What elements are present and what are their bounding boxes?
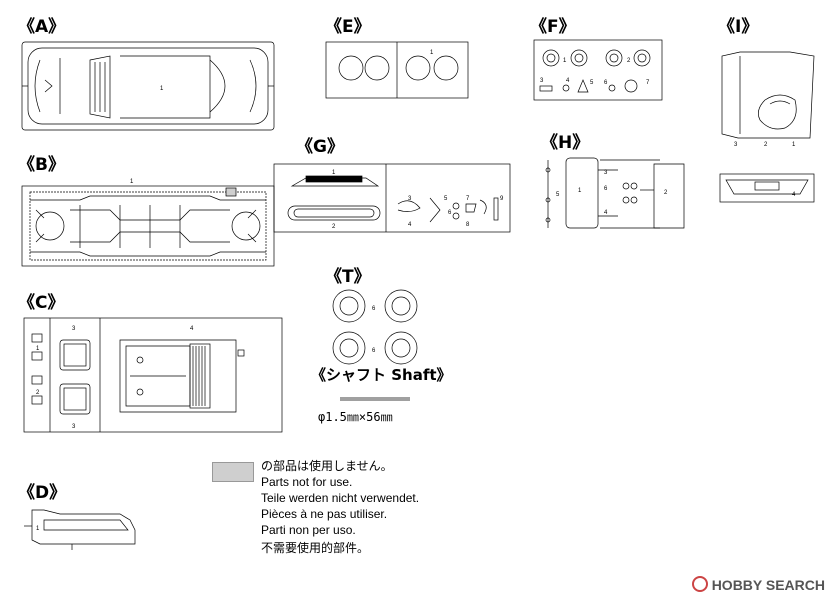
- sprue-g: 1 2 3 4 5 6 7 8 9: [273, 163, 511, 233]
- part-number: 7: [466, 196, 470, 202]
- part-number: 3: [408, 196, 412, 202]
- sprue-c: 3 3 1 2 4: [23, 317, 283, 433]
- part-number: 4: [566, 78, 570, 84]
- part-number: 1: [36, 346, 40, 352]
- section-label-c: 《C》: [18, 293, 65, 313]
- section-label-b: 《B》: [18, 155, 65, 175]
- watermark-logo-icon: [691, 576, 708, 592]
- legend-de: Teile werden nicht verwendet.: [261, 491, 420, 505]
- part-number: 1: [332, 170, 336, 176]
- shaft-size: φ1.5㎜×56㎜: [318, 410, 393, 424]
- part-number: 1: [792, 142, 796, 148]
- section-label-f: 《F》: [530, 17, 576, 37]
- part-number: 2: [332, 224, 336, 230]
- section-label-h: 《H》: [541, 133, 590, 153]
- part-number: 4: [604, 210, 608, 216]
- part-number: 5: [590, 80, 594, 86]
- watermark-text: HOBBY SEARCH: [711, 577, 825, 593]
- shaft-title: 《シャフト Shaft》: [311, 366, 452, 384]
- part-number: 5: [444, 196, 448, 202]
- section-label-d: 《D》: [18, 483, 67, 503]
- part-number: 2: [627, 58, 631, 64]
- part-number: 4: [408, 222, 412, 228]
- sprue-t: 6 6: [332, 289, 418, 401]
- part-number: 6: [604, 80, 608, 86]
- part-number: 2: [36, 390, 40, 396]
- part-number: 1: [578, 188, 582, 194]
- part-number: 3: [734, 142, 738, 148]
- part-number: 1: [563, 58, 567, 64]
- sprue-a: 1: [21, 41, 275, 131]
- section-label-i: 《I》: [718, 17, 759, 37]
- section-label-e: 《E》: [325, 17, 371, 37]
- part-number: 5: [556, 192, 560, 198]
- part-number: 2: [664, 190, 668, 196]
- sprue-i: 3 2 1 4: [719, 51, 815, 203]
- part-number: 3: [72, 424, 76, 430]
- part-number: 4: [190, 326, 194, 332]
- part-number: 6: [372, 348, 376, 354]
- part-number: 6: [372, 306, 376, 312]
- part-number: 8: [466, 222, 470, 228]
- unused-parts-swatch: [212, 462, 254, 482]
- sprue-f: 1 2 3 4 5 6 7: [533, 39, 663, 101]
- legend-fr: Pièces à ne pas utiliser.: [261, 507, 388, 521]
- legend-jp: の部品は使用しません。: [261, 459, 393, 473]
- part-number: 1: [160, 86, 164, 92]
- legend-zh: 不需要使用的部件。: [261, 541, 370, 555]
- watermark: HOBBY SEARCH: [691, 576, 825, 593]
- part-number: 1: [36, 526, 40, 532]
- part-number: 6: [604, 186, 608, 192]
- sprue-d: 1: [24, 509, 136, 550]
- section-label-t: 《T》: [325, 267, 371, 287]
- part-number: 4: [792, 192, 796, 198]
- part-number: 3: [604, 170, 608, 176]
- part-number: 2: [764, 142, 768, 148]
- section-label-a: 《A》: [18, 17, 66, 37]
- part-number: 9: [500, 196, 504, 202]
- part-number: 3: [72, 326, 76, 332]
- part-number: 7: [646, 80, 650, 86]
- part-number: 6: [448, 210, 452, 216]
- legend-en: Parts not for use.: [261, 475, 353, 489]
- part-number: 1: [130, 179, 134, 185]
- legend-it: Parti non per uso.: [261, 523, 356, 537]
- sprue-h: 1 2 3 4 5 6: [545, 157, 685, 229]
- part-number: 3: [540, 78, 544, 84]
- sprue-b: 1: [21, 179, 275, 267]
- sprue-e: 1: [325, 41, 469, 99]
- section-label-g: 《G》: [296, 137, 344, 157]
- part-number: 1: [430, 50, 434, 56]
